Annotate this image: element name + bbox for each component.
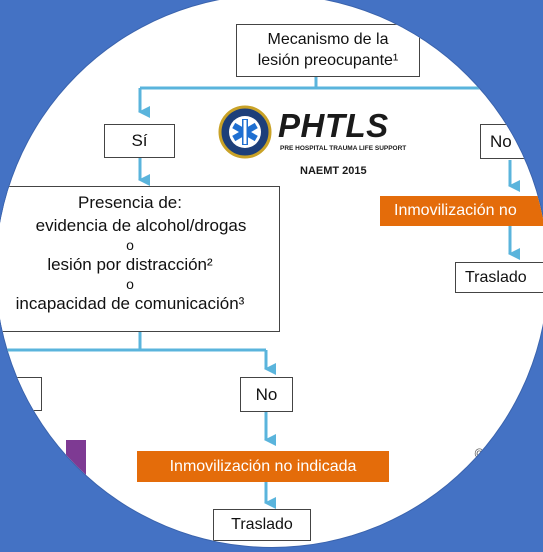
no-right-box: No (480, 124, 543, 159)
right-transport-label: Traslado (465, 269, 527, 286)
presence-or-2: o (126, 276, 134, 292)
no-bottom-label: No (255, 385, 278, 404)
yes-box: Sí (104, 124, 175, 158)
logo-edition: NAEMT 2015 (300, 165, 367, 177)
right-transport-box: Traslado (455, 262, 543, 293)
right-immobilization-label: Inmovilización no (394, 202, 517, 219)
presence-communication: incapacidad de comunicación³ (15, 294, 245, 313)
mechanism-box: Mecanismo de la lesión preocupante¹ (236, 24, 420, 77)
logo-tagline: PRE HOSPITAL TRAUMA LIFE SUPPORT (280, 145, 407, 152)
bottom-transport-label: Traslado (231, 516, 293, 533)
bottom-immobilization-box: Inmovilización no indicada (137, 451, 389, 482)
star-of-life-seal-icon (218, 105, 272, 159)
presence-title: Presencia de: (78, 193, 182, 212)
phtls-logo: PHTLS PRE HOSPITAL TRAUMA LIFE SUPPORT N… (218, 105, 428, 185)
bottom-transport-box: Traslado (213, 509, 311, 541)
mechanism-line1: Mecanismo de la (267, 31, 389, 48)
presence-alcohol: evidencia de alcohol/drogas (35, 216, 247, 235)
no-bottom-box: No (240, 377, 293, 412)
bottom-immobilization-label: Inmovilización no indicada (169, 458, 357, 475)
presence-box: Presencia de: evidencia de alcohol/droga… (0, 186, 280, 332)
logo-name: PHTLS (278, 107, 389, 144)
no-right-label: No (490, 132, 512, 151)
yes-label: Sí (131, 131, 148, 150)
watermark-text: @ (474, 448, 485, 459)
presence-distraction: lesión por distracción² (47, 255, 213, 274)
right-immobilization-box: Inmovilización no (380, 196, 543, 226)
mechanism-line2: lesión preocupante¹ (257, 52, 399, 69)
presence-or-1: o (126, 237, 134, 253)
left-stub-box (0, 377, 42, 411)
purple-stub-box (66, 440, 86, 476)
